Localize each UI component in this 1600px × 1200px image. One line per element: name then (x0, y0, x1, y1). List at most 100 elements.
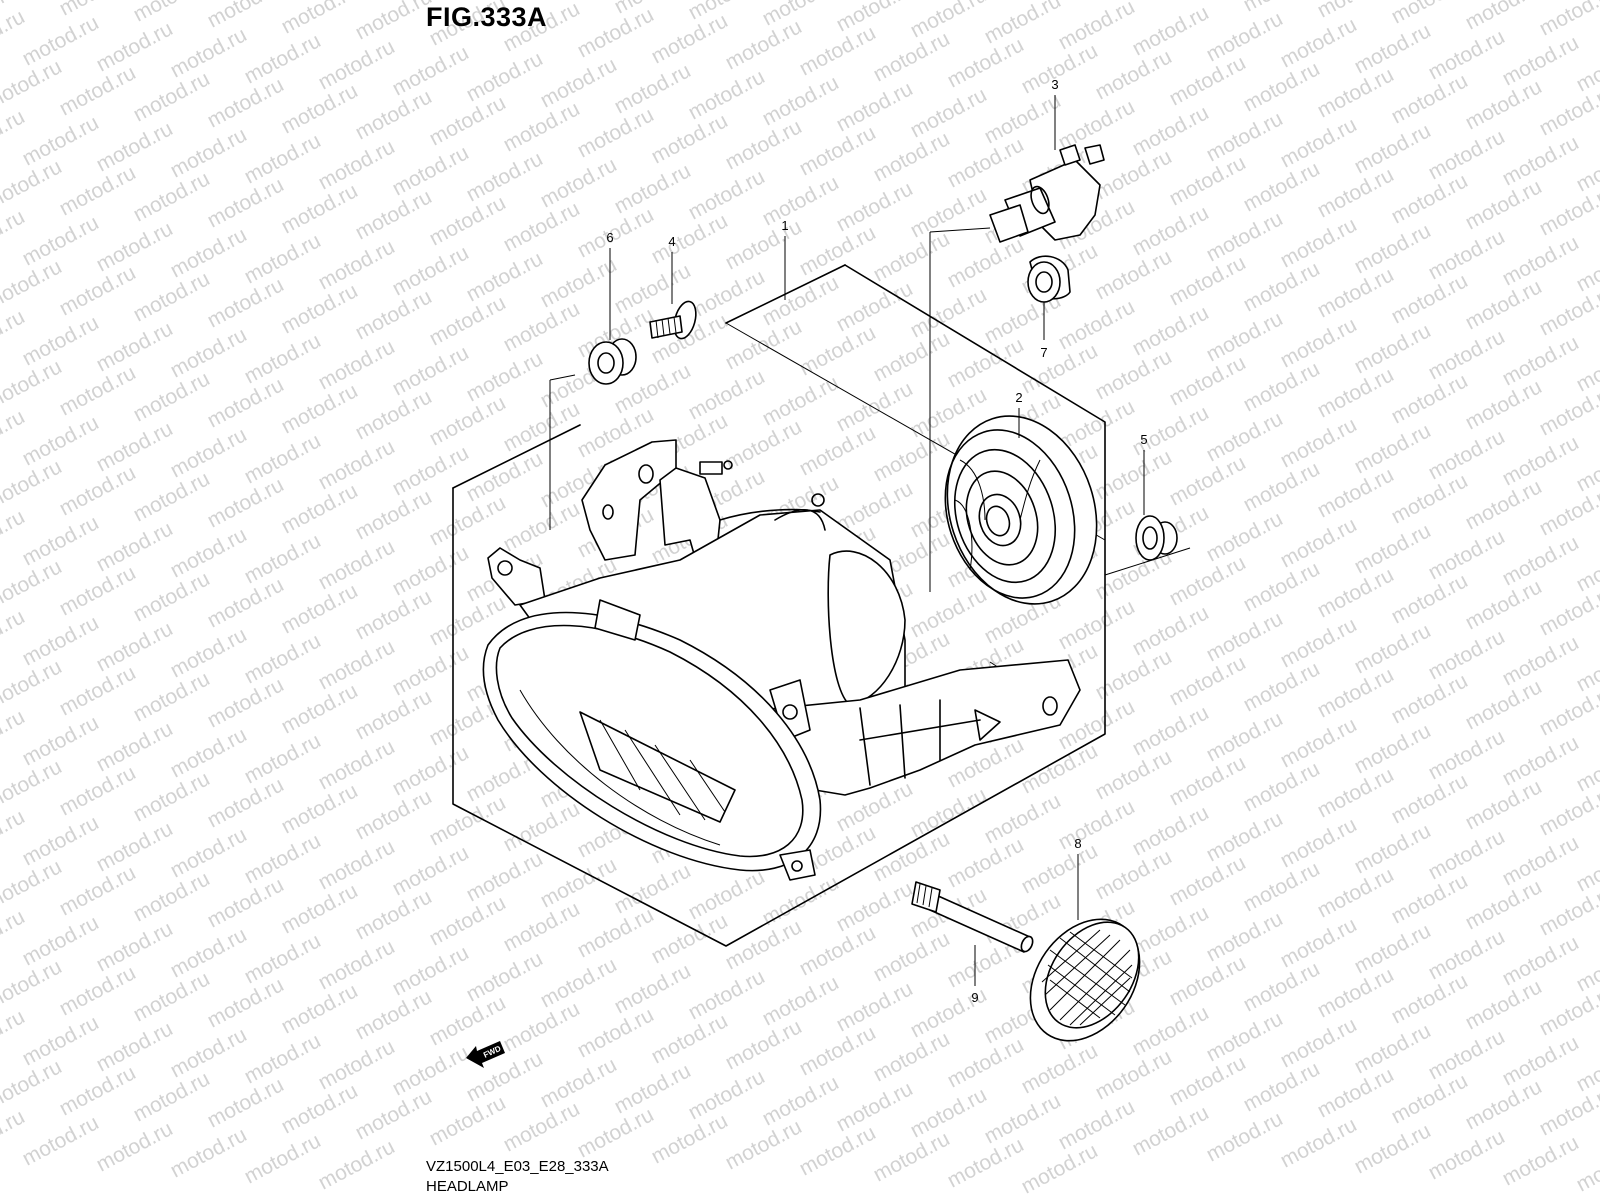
watermark-text: motod.ru (1203, 7, 1287, 66)
watermark-text: motod.ru (1277, 313, 1361, 372)
watermark-text: motod.ru (574, 1103, 658, 1162)
watermark-text: motod.ru (981, 89, 1065, 148)
watermark-text: motod.ru (1536, 481, 1600, 540)
watermark-text: motod.ru (611, 159, 695, 218)
watermark-text: motod.ru (1388, 369, 1472, 428)
watermark-text: motod.ru (648, 1109, 732, 1168)
watermark-text: motod.ru (907, 283, 991, 342)
watermark-text: motod.ru (1018, 339, 1102, 398)
watermark-text: motod.ru (167, 823, 251, 882)
watermark-text: motod.ru (1018, 839, 1102, 898)
watermark-text: motod.ru (796, 121, 880, 180)
watermark-text: motod.ru (796, 1021, 880, 1080)
watermark-text: motod.ru (426, 991, 510, 1050)
watermark-text: motod.ru (685, 365, 769, 424)
watermark-text: motod.ru (1166, 151, 1250, 210)
callout-leaders (609, 95, 1145, 986)
watermark-text: motod.ru (1499, 231, 1583, 290)
watermark-text: motod.ru (241, 529, 325, 588)
watermark-text: motod.ru (204, 473, 288, 532)
watermark-text: motod.ru (1351, 419, 1435, 478)
watermark-text: motod.ru (1499, 431, 1583, 490)
watermark-text: motod.ru (167, 423, 251, 482)
callout-9: 9 (971, 990, 978, 1005)
watermark-text: motod.ru (241, 29, 325, 88)
watermark-text: motod.ru (56, 261, 140, 320)
watermark-text: motod.ru (1092, 645, 1176, 704)
watermark-text: motod.ru (1240, 157, 1324, 216)
watermark-text: motod.ru (1277, 13, 1361, 72)
watermark-text: motod.ru (241, 1029, 325, 1088)
watermark-text: motod.ru (1203, 807, 1287, 866)
watermark-text: motod.ru (1462, 175, 1546, 234)
watermark-text: motod.ru (278, 879, 362, 938)
watermark-text: motod.ru (907, 1083, 991, 1142)
watermark-text: motod.ru (315, 735, 399, 794)
watermark-text: motod.ru (93, 617, 177, 676)
watermark-text: motod.ru (907, 0, 991, 42)
watermark-text: motod.ru (1166, 451, 1250, 510)
watermark-text: motod.ru (833, 0, 917, 36)
watermark-text: motod.ru (1166, 551, 1250, 610)
watermark-text: motod.ru (241, 329, 325, 388)
watermark-text: motod.ru (685, 265, 769, 324)
watermark-text: motod.ru (648, 909, 732, 968)
watermark-text: motod.ru (870, 1027, 954, 1086)
watermark-text: motod.ru (241, 929, 325, 988)
watermark-text: motod.ru (167, 523, 251, 582)
watermark-text: motod.ru (1499, 1031, 1583, 1090)
watermark-text: motod.ru (1166, 51, 1250, 110)
watermark-text: motod.ru (1129, 201, 1213, 260)
watermark-text: motod.ru (130, 167, 214, 226)
watermark-text: motod.ru (1425, 525, 1509, 584)
watermark-text: motod.ru (352, 485, 436, 544)
watermark-text: motod.ru (759, 171, 843, 230)
watermark-text: motod.ru (759, 0, 843, 30)
watermark-text: motod.ru (1388, 769, 1472, 828)
watermark-text: motod.ru (241, 429, 325, 488)
watermark-text: motod.ru (1499, 531, 1583, 590)
watermark-text: motod.ru (204, 1073, 288, 1132)
watermark-text: motod.ru (611, 59, 695, 118)
watermark-text: motod.ru (315, 535, 399, 594)
watermark-text: motod.ru (870, 327, 954, 386)
watermark-text: motod.ru (93, 1017, 177, 1076)
watermark-text: motod.ru (352, 685, 436, 744)
watermark-text: motod.ru (1166, 851, 1250, 910)
watermark-text: motod.ru (19, 1111, 103, 1170)
watermark-text: motod.ru (500, 897, 584, 956)
watermark-text: motod.ru (352, 185, 436, 244)
watermark-text: motod.ru (944, 233, 1028, 292)
watermark-text: motod.ru (1536, 1081, 1600, 1140)
watermark-text: motod.ru (167, 1023, 251, 1082)
watermark-text: motod.ru (1462, 475, 1546, 534)
watermark-text: motod.ru (1462, 875, 1546, 934)
watermark-text: motod.ru (500, 797, 584, 856)
figure-title: FIG.333A (426, 2, 548, 32)
watermark-text: motod.ru (426, 191, 510, 250)
watermark-text: motod.ru (56, 0, 140, 20)
watermark-text: motod.ru (1314, 863, 1398, 922)
watermark-text: motod.ru (241, 129, 325, 188)
watermark-text: motod.ru (574, 103, 658, 162)
watermark-text: motod.ru (93, 1117, 177, 1176)
watermark-text: motod.ru (870, 827, 954, 886)
callout-2: 2 (1015, 390, 1022, 405)
watermark-text: motod.ru (1203, 207, 1287, 266)
watermark-text: motod.ru (500, 997, 584, 1056)
callout-3: 3 (1051, 77, 1058, 92)
watermark-text: motod.ru (56, 361, 140, 420)
watermark-text: motod.ru (1055, 0, 1139, 54)
watermark-text: motod.ru (1203, 1007, 1287, 1066)
watermark-text: motod.ru (352, 0, 436, 44)
watermark-text: motod.ru (611, 859, 695, 918)
watermark-text: motod.ru (93, 817, 177, 876)
watermark-text: motod.ru (1351, 119, 1435, 178)
watermark-text: motod.ru (833, 277, 917, 336)
watermark-text: motod.ru (1314, 563, 1398, 622)
watermark-text: motod.ru (1314, 63, 1398, 122)
watermark-text: motod.ru (1314, 663, 1398, 722)
watermark-text: motod.ru (1166, 651, 1250, 710)
watermark-text: motod.ru (870, 427, 954, 486)
